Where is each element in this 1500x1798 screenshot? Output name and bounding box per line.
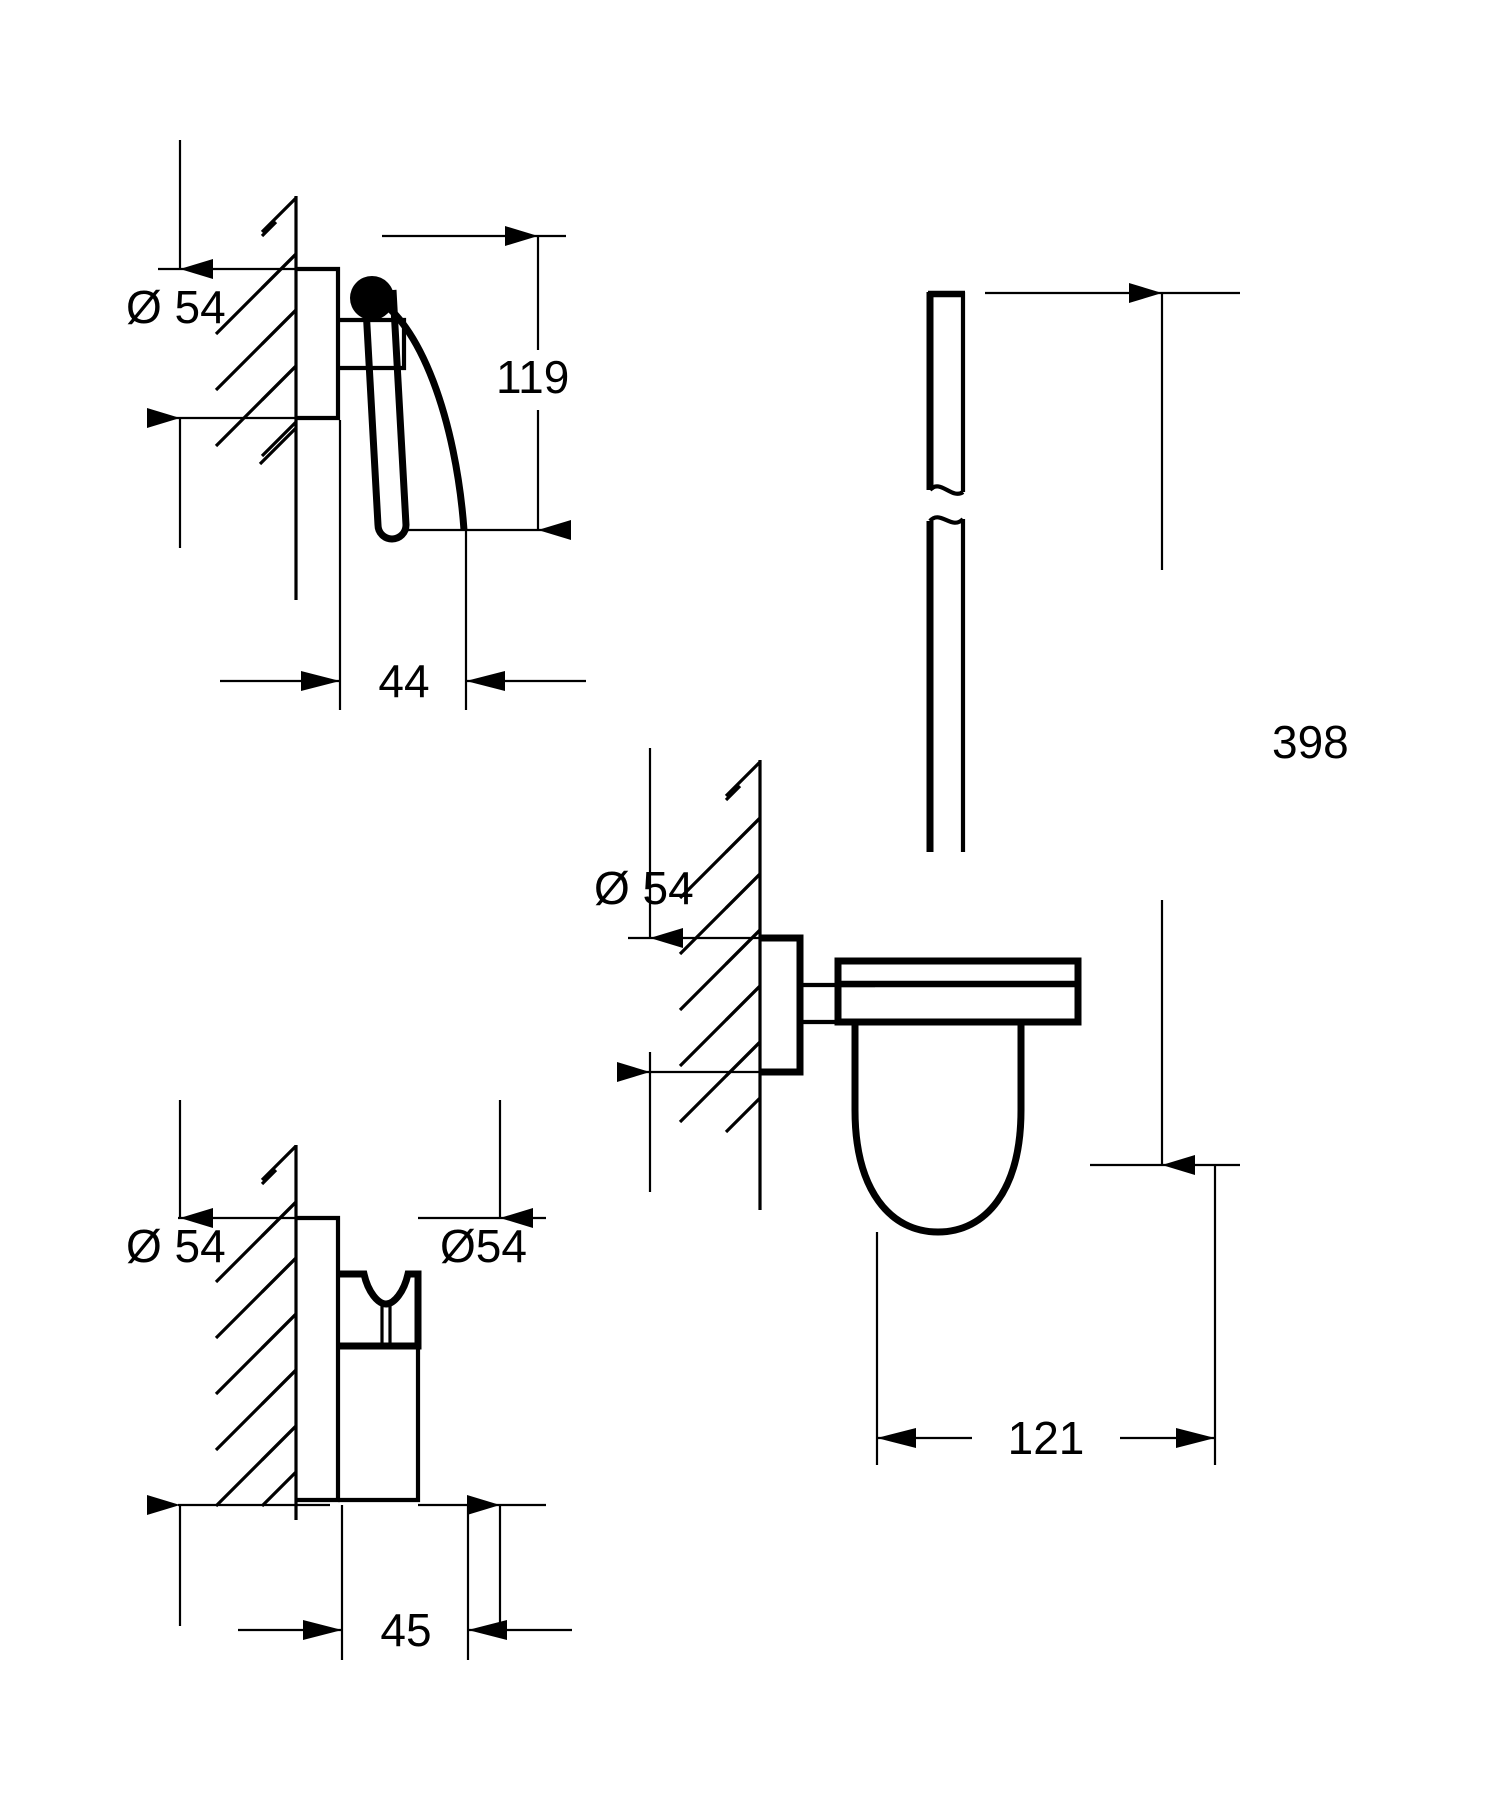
dim-label-119: 119 [496,351,569,403]
dimension-121: 121 [875,1165,1217,1465]
hook-body [338,1270,422,1350]
break-line-lower [928,515,965,525]
dim-label-398: 398 [1272,716,1349,768]
dimension-44: 44 [220,420,586,710]
dimension-398: 398 [985,283,1349,1175]
dim-label-45: 45 [380,1604,431,1656]
rosette-plate-brush [760,934,804,1076]
dimension-119: 119 [382,226,571,540]
break-line-upper [928,484,965,496]
dim-label-121: 121 [1008,1412,1085,1464]
glass-cup [851,1022,1025,1236]
dimension-dia54-hook-right: Ø54 [418,1100,546,1626]
cover-curve-paper [370,292,468,531]
dimension-dia54-paper: Ø 54 [126,140,330,548]
dim-label-dia54-paper: Ø 54 [126,281,226,333]
view-robe-hook: Ø 54 Ø54 45 [126,1100,572,1660]
dim-label-dia54-hook-left: Ø 54 [126,1220,226,1272]
hook-base [338,1343,421,1503]
wall-hatching-brush [678,760,762,1134]
wall-hatching-paper [214,196,298,466]
dimension-dia54-hook-left: Ø 54 [126,1100,330,1626]
view-toilet-brush: Ø 54 398 121 [594,283,1349,1465]
rosette-plate-hook [296,1215,341,1503]
dim-label-dia54-hook-right: Ø54 [440,1220,527,1272]
rosette-plate-paper [296,266,341,421]
wall-hatching-hook [214,1144,298,1508]
dimension-dia54-brush: Ø 54 [594,748,795,1192]
holder-collar [834,957,1082,1026]
dim-label-44: 44 [378,655,429,707]
dimension-45: 45 [238,1505,572,1660]
view-paper-holder: Ø 54 119 44 [126,140,586,710]
paper-loop-paper [361,289,410,543]
dim-label-dia54-brush: Ø 54 [594,862,694,914]
